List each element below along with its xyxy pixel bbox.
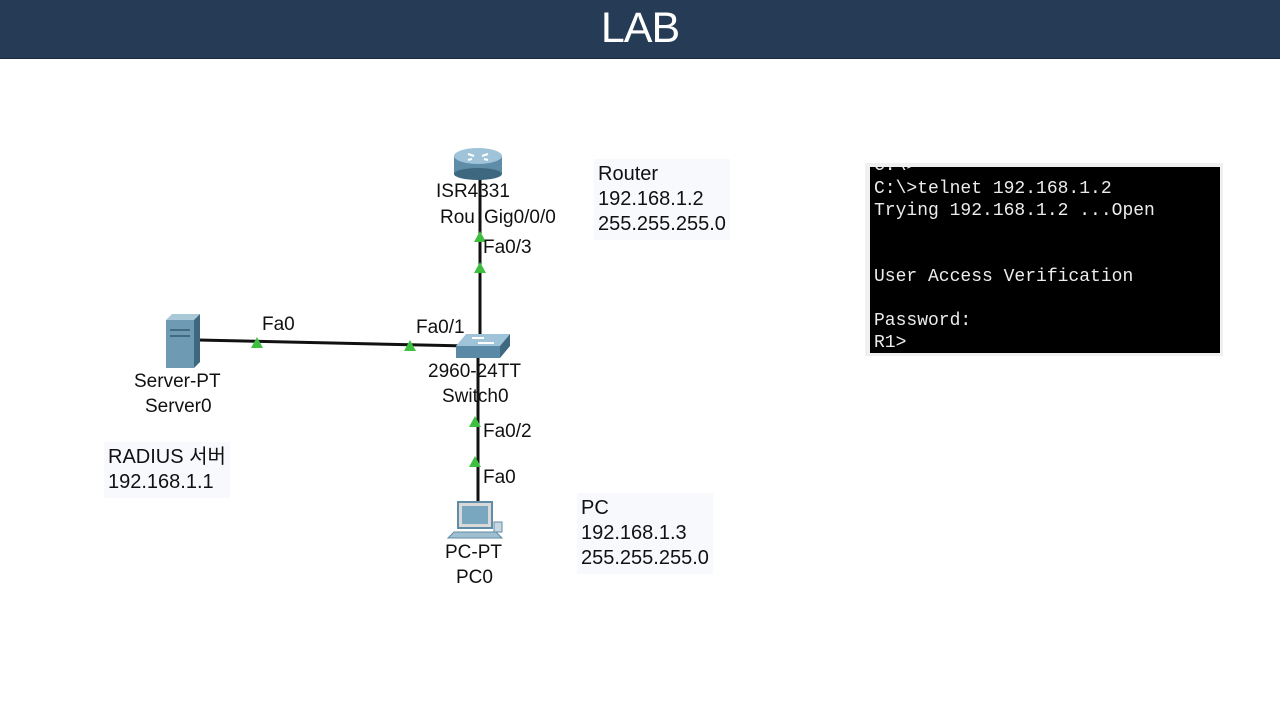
pc-note-ip: 192.168.1.3	[581, 522, 687, 544]
router-icon[interactable]	[454, 148, 502, 180]
server-icon[interactable]	[166, 314, 200, 368]
router-port-gig-label: Gig0/0/0	[484, 207, 556, 228]
pc-model-label: PC-PT	[445, 542, 502, 563]
router-note-ip: 192.168.1.2	[598, 188, 704, 210]
link-up-indicator-switch-fa01	[404, 340, 416, 351]
router-note-mask: 255.255.255.0	[598, 213, 726, 235]
server-port-label: Fa0	[262, 314, 295, 335]
terminal-line: Password:	[874, 311, 972, 331]
terminal-line: C:\>telnet 192.168.1.2	[874, 179, 1112, 199]
pc-note-mask: 255.255.255.0	[581, 547, 709, 569]
server-note-title: RADIUS 서버	[108, 446, 226, 468]
switch-name-label: Switch0	[442, 386, 509, 407]
pc-note: PC 192.168.1.3 255.255.255.0	[577, 493, 713, 574]
router-note-title: Router	[598, 163, 659, 185]
link-up-indicator-server	[251, 337, 263, 348]
terminal-line: R1>	[874, 333, 907, 353]
terminal-output[interactable]: C:\> C:\>telnet 192.168.1.2 Trying 192.1…	[870, 167, 1220, 353]
switch-model-label: 2960-24TT	[428, 361, 521, 382]
link-up-indicator-router	[474, 231, 486, 242]
terminal-line: Trying 192.168.1.2 ...Open	[874, 201, 1155, 221]
switch-port-server-label: Fa0/1	[416, 317, 465, 338]
pc-port-label: Fa0	[483, 467, 516, 488]
link-up-indicator-pc	[469, 456, 481, 467]
router-note: Router 192.168.1.2 255.255.255.0	[594, 159, 730, 240]
pc-note-title: PC	[581, 497, 609, 519]
router-name-label: Rou	[440, 207, 475, 228]
link-up-indicator-switch-fa03	[474, 262, 486, 273]
pc-name-label: PC0	[456, 567, 493, 588]
switch-port-pc-label: Fa0/2	[483, 421, 532, 442]
router-port-fa-label: Fa0/3	[483, 237, 532, 258]
switch-icon[interactable]	[456, 334, 510, 358]
terminal-line: C:\>	[874, 167, 917, 177]
server-note: RADIUS 서버 192.168.1.1	[104, 442, 230, 498]
link-up-indicator-switch-fa02	[469, 416, 481, 427]
server-model-label: Server-PT	[134, 371, 221, 392]
cable-server-switch[interactable]	[197, 338, 469, 348]
terminal-window: C:\> C:\>telnet 192.168.1.2 Trying 192.1…	[865, 163, 1223, 356]
title-banner: LAB	[0, 0, 1280, 59]
router-model-label: ISR4331	[436, 181, 510, 202]
page-title: LAB	[600, 4, 680, 52]
pc-icon[interactable]	[446, 501, 504, 539]
server-name-label: Server0	[145, 396, 212, 417]
server-note-ip: 192.168.1.1	[108, 471, 214, 493]
terminal-line: User Access Verification	[874, 267, 1134, 287]
